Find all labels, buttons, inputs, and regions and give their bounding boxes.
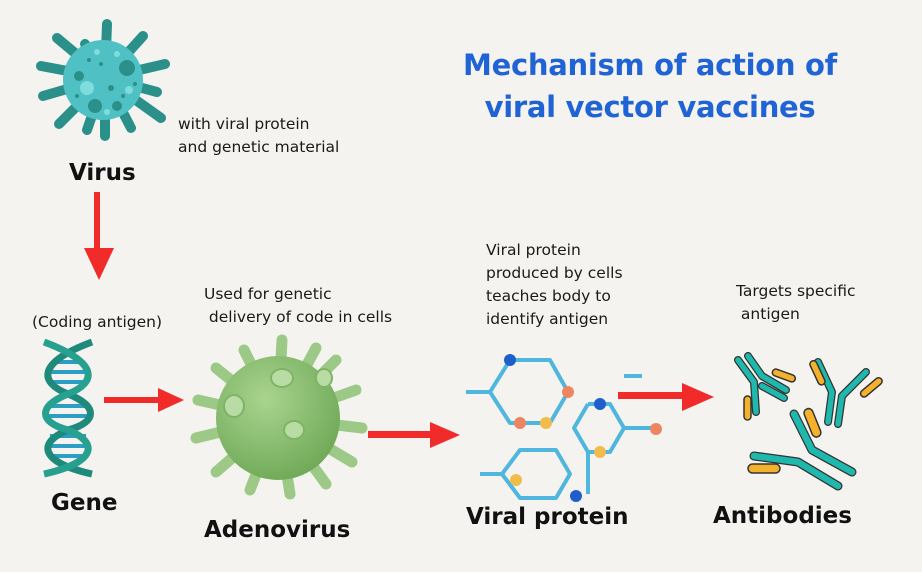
gene-note: (Coding antigen) <box>32 313 163 331</box>
virus-note: with viral protein and genetic material <box>178 115 340 156</box>
antibodies-label: Antibodies <box>713 503 852 529</box>
title-line-1: Mechanism of action of <box>463 48 837 82</box>
viral-protein-label: Viral protein <box>466 504 629 530</box>
arrow-adenovirus-to-protein <box>368 422 460 448</box>
arrow-protein-to-antibodies <box>618 383 714 411</box>
virus-icon <box>36 19 170 141</box>
antibodies-icon <box>734 352 883 491</box>
antibodies-note: Targets specific antigen <box>736 282 856 323</box>
arrow-virus-to-gene <box>84 192 114 280</box>
dna-icon <box>42 338 94 478</box>
adenovirus-label: Adenovirus <box>204 517 351 543</box>
adenovirus-note: Used for genetic delivery of code in cel… <box>204 285 393 326</box>
diagram-title: Mechanism of action of viral vector vacc… <box>440 44 860 128</box>
viral-protein-note: Viral protein produced by cells teaches … <box>486 241 623 328</box>
adenovirus-icon <box>190 334 368 500</box>
arrow-gene-to-adenovirus <box>104 388 184 412</box>
virus-label: Virus <box>69 160 136 186</box>
protein-molecule-icon <box>466 354 662 502</box>
title-line-2: viral vector vaccines <box>484 90 816 124</box>
gene-label: Gene <box>51 490 118 516</box>
